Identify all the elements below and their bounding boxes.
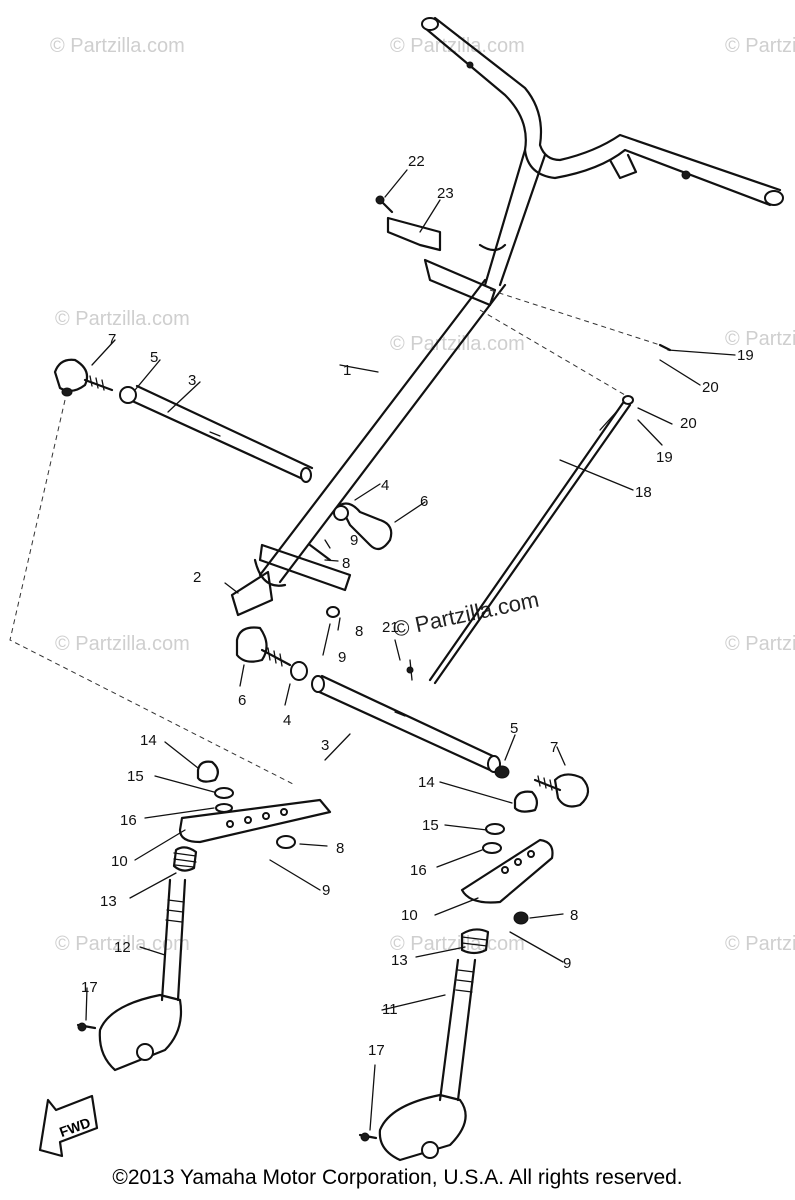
callout-20: 20 <box>680 415 697 432</box>
callout-3: 3 <box>188 372 196 389</box>
callout-21: 21 <box>382 619 399 636</box>
alignment-lines <box>9 289 661 786</box>
watermark: © Partzilla.com <box>390 333 525 355</box>
watermark: © Partzilla.com <box>725 633 795 655</box>
callout-17: 17 <box>81 979 98 996</box>
watermark: © Partzilla.com <box>725 35 795 57</box>
callout-6: 6 <box>420 493 428 510</box>
callout-18: 18 <box>635 484 652 501</box>
rod-end-upper-left <box>53 358 114 397</box>
watermark: © Partzilla.com <box>390 35 525 57</box>
callout-9: 9 <box>350 532 358 549</box>
rod-end-right <box>494 765 590 808</box>
callout-10: 10 <box>401 907 418 924</box>
watermark: © Partzilla.com <box>55 633 190 655</box>
callout-16: 16 <box>120 812 137 829</box>
callout-8: 8 <box>336 840 344 857</box>
callouts: 1 2 3 3 4 4 5 5 6 6 7 7 8 8 8 8 9 9 9 9 … <box>81 153 754 1059</box>
steering-column <box>253 243 507 587</box>
callout-8: 8 <box>342 555 350 572</box>
watermark: © Partzilla.com <box>55 933 190 955</box>
callout-11: 11 <box>382 1001 398 1018</box>
watermark-center: © Partzilla.com <box>391 587 541 642</box>
callout-22: 22 <box>408 153 425 170</box>
right-spindle-assembly <box>358 790 554 1162</box>
callout-8: 8 <box>355 623 363 640</box>
watermark: © Partzilla.com <box>390 933 525 955</box>
callout-19: 19 <box>656 449 673 466</box>
watermark: © Partzilla.com <box>725 328 795 350</box>
callout-5: 5 <box>510 720 518 737</box>
leader-lines <box>85 169 736 1131</box>
callout-13: 13 <box>391 952 408 969</box>
callout-7: 7 <box>108 331 116 348</box>
callout-19: 19 <box>737 347 754 364</box>
callout-12: 12 <box>114 939 131 956</box>
callout-5: 5 <box>150 349 158 366</box>
tie-rod-upper <box>119 384 314 483</box>
callout-9: 9 <box>563 955 571 972</box>
callout-8: 8 <box>570 907 578 924</box>
callout-13: 13 <box>100 893 117 910</box>
callout-4: 4 <box>381 477 389 494</box>
tie-rod-lower <box>311 674 501 773</box>
watermark: © Partzilla.com <box>55 308 190 330</box>
callout-16: 16 <box>410 862 427 879</box>
callout-2: 2 <box>193 569 201 586</box>
callout-15: 15 <box>127 768 144 785</box>
callout-6: 6 <box>238 692 246 709</box>
watermark: © Partzilla.com <box>725 933 795 955</box>
callout-9: 9 <box>322 882 330 899</box>
watermark: © Partzilla.com <box>50 35 185 57</box>
link-rod <box>406 343 672 685</box>
callout-17: 17 <box>368 1042 385 1059</box>
callout-10: 10 <box>111 853 128 870</box>
callout-14: 14 <box>140 732 157 749</box>
callout-1: 1 <box>343 362 351 379</box>
left-spindle-assembly <box>76 760 332 1072</box>
callout-23: 23 <box>437 185 454 202</box>
copyright-notice: ©2013 Yamaha Motor Corporation, U.S.A. A… <box>112 1166 683 1189</box>
callout-15: 15 <box>422 817 439 834</box>
center-linkage <box>230 502 393 681</box>
bracket-assembly <box>375 195 442 252</box>
callout-3: 3 <box>321 737 329 754</box>
fwd-arrow: FWD <box>38 1094 99 1158</box>
callout-4: 4 <box>283 712 291 729</box>
callout-14: 14 <box>418 774 435 791</box>
callout-7: 7 <box>550 739 558 756</box>
callout-9: 9 <box>338 649 346 666</box>
handlebar <box>421 16 784 287</box>
callout-20: 20 <box>702 379 719 396</box>
